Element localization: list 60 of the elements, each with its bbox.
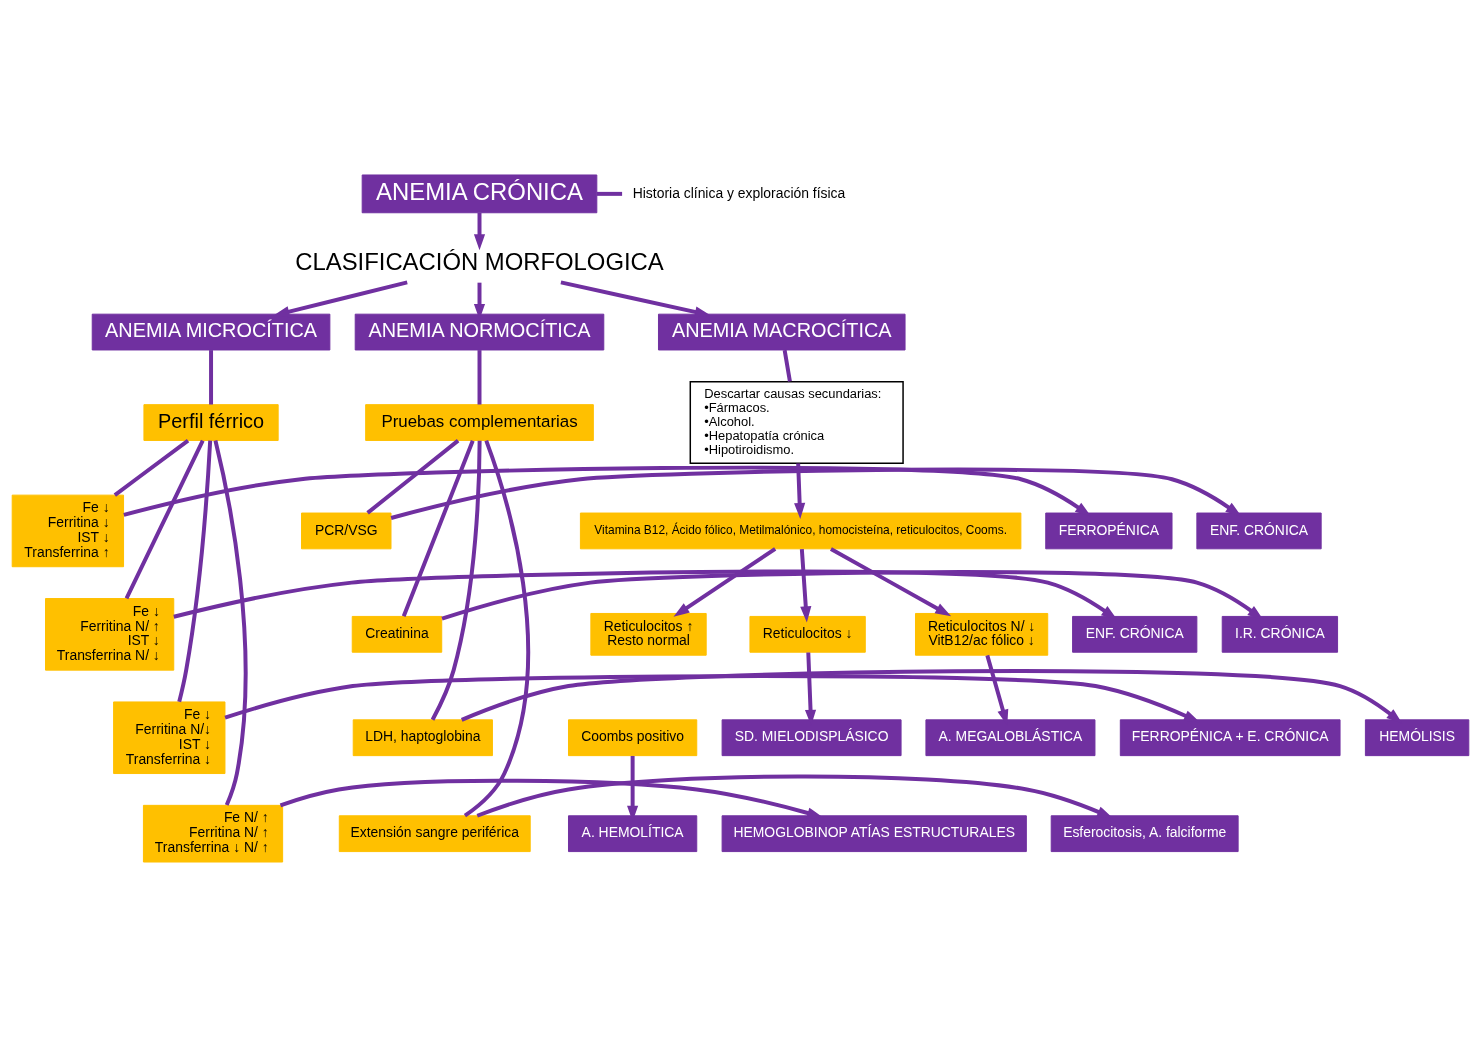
arrow [794, 463, 806, 519]
node-box: ENF. CRÓNICA [1072, 615, 1198, 653]
node-box: Vitamina B12, Ácido fólico, Metilmalónico, homocisteína, reticulocitos, Cooms. [579, 512, 1022, 550]
node-box: Coombs positivo [568, 719, 698, 757]
arrow [673, 547, 777, 617]
node-box: Reticulocitos N/ ↓ VitB12/ac fólico ↓ [915, 612, 1049, 656]
arrow [390, 467, 1242, 520]
node-box: Descartar causas secundarias: •Fármacos. •Alcohol. •Hepatopatía crónica •Hipotiroidismo. [689, 381, 904, 465]
connector [477, 350, 482, 405]
node-box: Pruebas complementarias [365, 404, 594, 441]
arrow [476, 774, 1113, 819]
node-box: Fe ↓ Ferritina N/↓ IST ↓ Transferrina ↓ [113, 701, 226, 775]
node-box: PCR/VSG [301, 512, 392, 550]
node-box: FERROPÉNICA + E. CRÓNICA [1119, 719, 1341, 757]
connector [213, 440, 248, 806]
arrow [829, 547, 952, 617]
connector [430, 440, 482, 721]
connector [113, 439, 190, 497]
node-box: Reticulocitos ↓ [749, 615, 866, 653]
connector [209, 350, 214, 405]
arrow [473, 213, 486, 251]
node-box: I.R. CRÓNICA [1221, 615, 1339, 653]
node-box: ANEMIA NORMOCÍTICA [354, 313, 605, 351]
node-box: Esferocitosis, A. falciforme [1050, 815, 1239, 853]
connector [124, 439, 205, 600]
connector [463, 439, 531, 818]
node-box: Fe ↓ Ferritina N/ ↑ IST ↓ Transferrina N/ ↓ [45, 598, 175, 671]
arrow [441, 570, 1264, 621]
node-text: CLASIFICACIÓN MORFOLOGICA [295, 247, 664, 275]
node-text: Historia clínica y exploración física [632, 184, 846, 201]
arrow [173, 569, 1118, 620]
node-box: Fe N/ ↑ Ferritina N/ ↑ Transferrina ↓ N/ ↑ [142, 804, 284, 863]
node-box: LDH, haptoglobina [352, 719, 493, 757]
node-box: SD. MIELODISPLÁSICO [721, 719, 902, 757]
node-box: ANEMIA MACROCÍTICA [657, 313, 906, 351]
node-box: HEMÓLISIS [1364, 719, 1470, 757]
node-box: A. HEMOLÍTICA [568, 815, 698, 853]
connector [401, 440, 475, 617]
arrow [560, 280, 711, 318]
node-box: Reticulocitos ↑ Resto normal [590, 612, 707, 656]
node-box: HEMOGLOBINOP ATÍAS ESTRUCTURALES [721, 815, 1027, 853]
arrow [799, 549, 812, 623]
node-box: FERROPÉNICA [1045, 512, 1173, 550]
node-box: Perfil férrico [143, 404, 279, 441]
arrow [123, 465, 1092, 517]
node-box: ENF. CRÓNICA [1196, 512, 1322, 550]
node-box: A. MEGALOBLÁSTICA [925, 719, 1096, 757]
node-box: ANEMIA MICROCÍTICA [91, 313, 331, 351]
arrow [273, 280, 408, 318]
arrow [224, 674, 1200, 723]
arrow [460, 669, 1403, 724]
node-box: Fe ↓ Ferritina ↓ IST ↓ Transferrina ↑ [11, 494, 125, 568]
node-box: ANEMIA CRÓNICA [361, 174, 598, 214]
node-box: Extensión sangre periférica [338, 815, 531, 853]
connector [596, 191, 623, 196]
arrow [279, 778, 824, 819]
connector [177, 440, 213, 703]
connector [366, 439, 460, 515]
connector [782, 349, 792, 382]
node-box: Creatinina [351, 615, 443, 653]
